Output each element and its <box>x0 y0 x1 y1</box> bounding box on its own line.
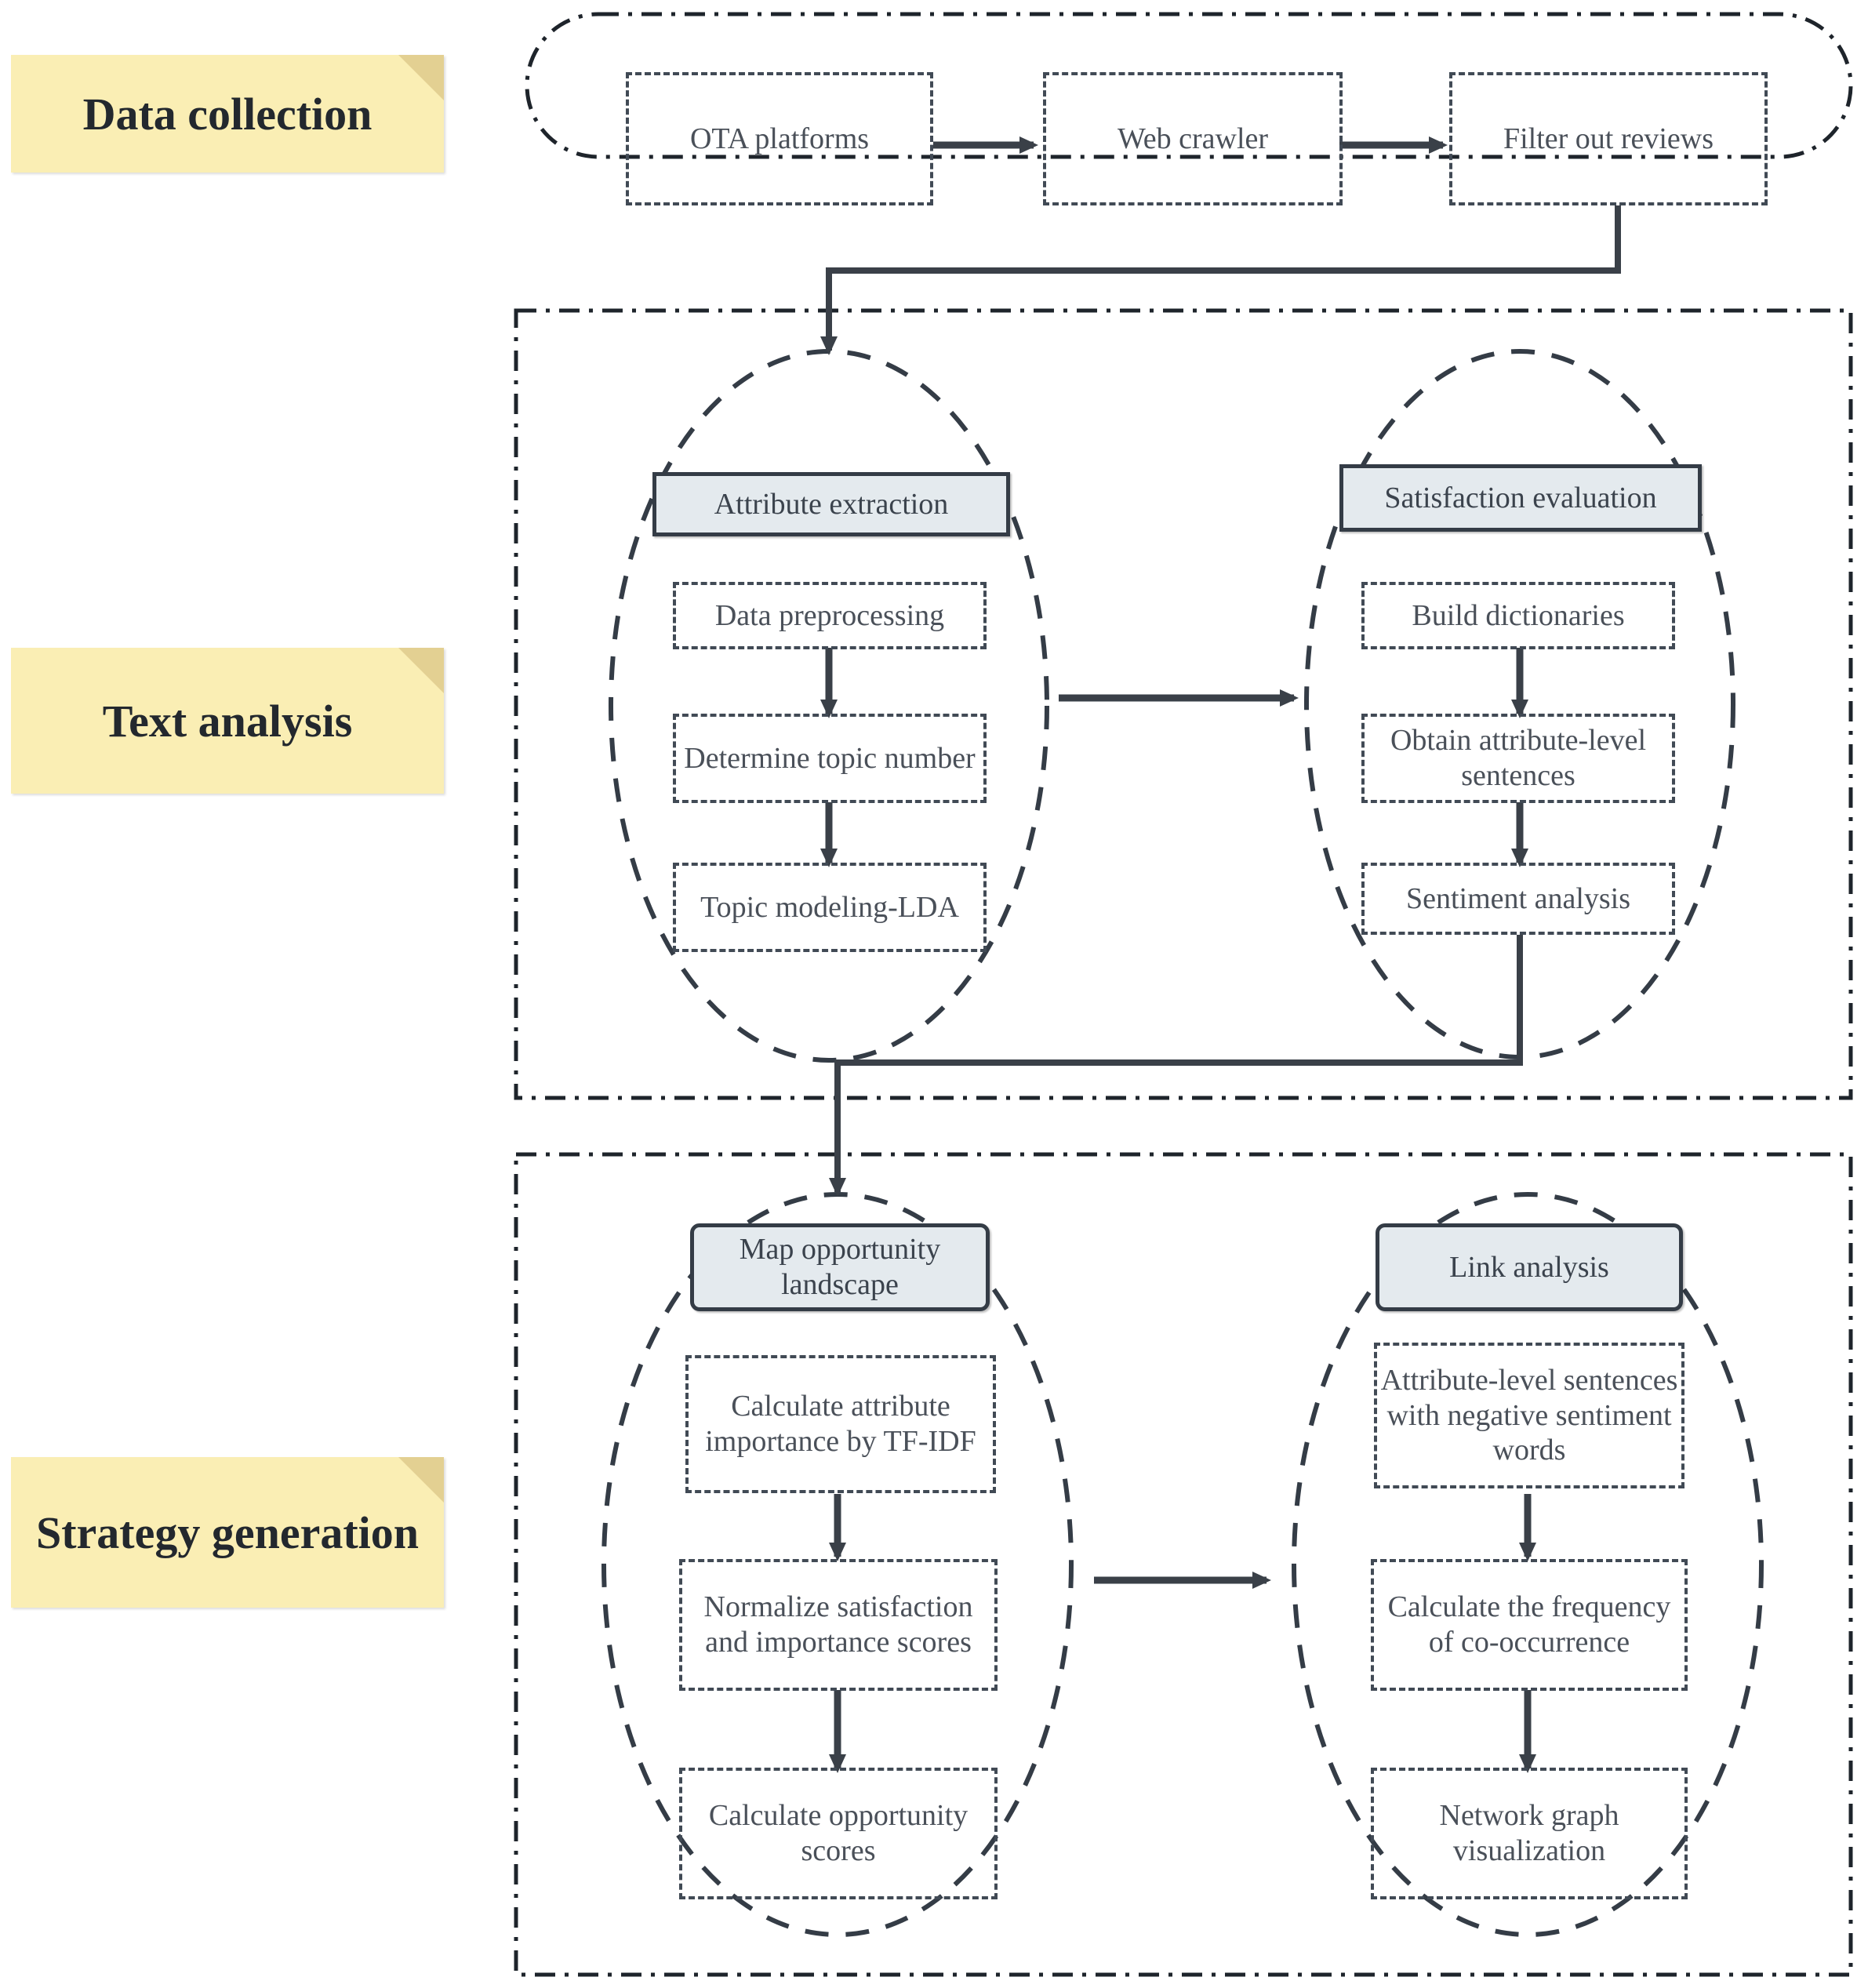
node-filter-out-reviews[interactable]: Filter out reviews <box>1449 72 1768 205</box>
node-label: Web crawler <box>1117 122 1269 155</box>
node-calculate-attribute-importance[interactable]: Calculate attribute importance by TF-IDF <box>685 1355 996 1493</box>
node-calculate-opportunity-scores[interactable]: Calculate opportunity scores <box>679 1768 998 1899</box>
node-label: Attribute-level sentences with negative … <box>1380 1363 1678 1467</box>
node-label: Filter out reviews <box>1503 122 1714 155</box>
note-fold-corner-icon <box>398 55 444 100</box>
note-fold-corner-icon <box>398 648 444 693</box>
node-data-preprocessing[interactable]: Data preprocessing <box>673 582 987 649</box>
node-label: Calculate attribute importance by TF-IDF <box>705 1390 976 1458</box>
node-topic-modeling-lda[interactable]: Topic modeling-LDA <box>673 863 987 952</box>
node-web-crawler[interactable]: Web crawler <box>1043 72 1343 205</box>
node-normalize-scores[interactable]: Normalize satisfaction and importance sc… <box>679 1559 998 1691</box>
stage-label-text: Data collection <box>82 88 373 140</box>
node-determine-topic-number[interactable]: Determine topic number <box>673 714 987 803</box>
text-analysis-container <box>514 308 1853 1100</box>
satisfaction-evaluation-ellipse <box>1304 349 1735 1059</box>
node-attribute-level-negative-sentences[interactable]: Attribute-level sentences with negative … <box>1374 1343 1684 1488</box>
stage-label-text: Strategy generation <box>35 1506 420 1558</box>
node-label: Network graph visualization <box>1439 1799 1619 1867</box>
attribute-extraction-ellipse <box>609 349 1049 1063</box>
node-network-graph-visualization[interactable]: Network graph visualization <box>1371 1768 1688 1899</box>
node-calculate-frequency-cooccurrence[interactable]: Calculate the frequency of co-occurrence <box>1371 1559 1688 1691</box>
stage-label-strategy-generation: Strategy generation <box>11 1457 444 1608</box>
node-label: Topic modeling-LDA <box>700 890 959 924</box>
node-label: Obtain attribute-level sentences <box>1390 724 1647 792</box>
cluster-header-label: Satisfaction evaluation <box>1384 481 1657 514</box>
node-label: Data preprocessing <box>714 598 945 632</box>
node-label: OTA platforms <box>689 122 870 155</box>
cluster-header-label: Map opportunity landscape <box>739 1233 941 1301</box>
connector-sentiment-to-map-opportunity <box>829 935 1523 1197</box>
cluster-header-link-analysis[interactable]: Link analysis <box>1376 1223 1683 1311</box>
node-label: Calculate opportunity scores <box>708 1799 969 1867</box>
node-label: Normalize satisfaction and importance sc… <box>703 1590 973 1659</box>
stage-label-data-collection: Data collection <box>11 55 444 173</box>
cluster-header-map-opportunity-landscape[interactable]: Map opportunity landscape <box>690 1223 990 1311</box>
note-fold-corner-icon <box>398 1457 444 1503</box>
node-build-dictionaries[interactable]: Build dictionaries <box>1361 582 1675 649</box>
cluster-header-satisfaction-evaluation[interactable]: Satisfaction evaluation <box>1339 464 1702 532</box>
stage-label-text-analysis: Text analysis <box>11 648 444 794</box>
node-sentiment-analysis[interactable]: Sentiment analysis <box>1361 863 1675 935</box>
stage-label-text: Text analysis <box>102 695 353 747</box>
cluster-header-label: Attribute extraction <box>714 487 949 521</box>
node-label: Sentiment analysis <box>1405 881 1631 915</box>
node-ota-platforms[interactable]: OTA platforms <box>626 72 933 205</box>
cluster-header-attribute-extraction[interactable]: Attribute extraction <box>652 472 1010 536</box>
node-label: Calculate the frequency of co-occurrence <box>1387 1590 1671 1659</box>
connector-filter-to-attribute-extraction <box>820 205 1621 355</box>
cluster-header-label: Link analysis <box>1449 1250 1609 1284</box>
node-obtain-attribute-level-sentences[interactable]: Obtain attribute-level sentences <box>1361 714 1675 803</box>
node-label: Determine topic number <box>684 741 976 775</box>
node-label: Build dictionaries <box>1412 598 1625 632</box>
